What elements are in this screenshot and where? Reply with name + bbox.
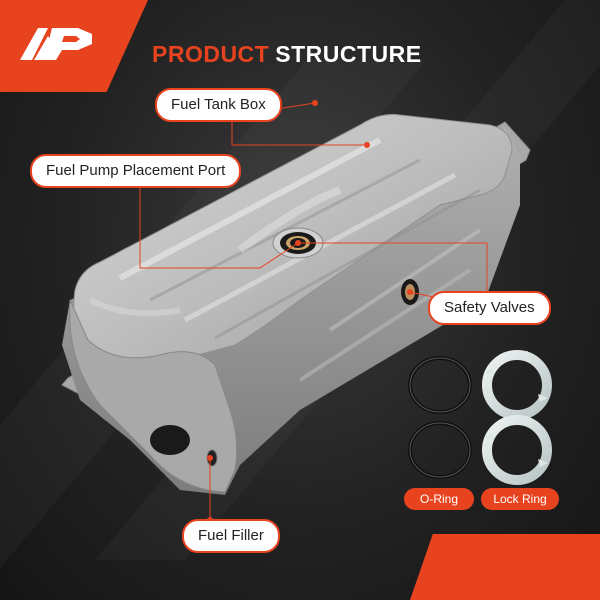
title-accent: PRODUCT xyxy=(152,41,270,67)
callout-fuel-tank-box: Fuel Tank Box xyxy=(155,88,282,122)
callout-fuel-filler-label: Fuel Filler xyxy=(198,527,264,544)
callout-safety-valves-label: Safety Valves xyxy=(444,299,535,316)
bottom-accent-banner xyxy=(410,534,600,600)
brand-logo xyxy=(18,26,102,67)
title-main: STRUCTURE xyxy=(275,41,422,67)
lock-ring-label: Lock Ring xyxy=(481,488,559,510)
callout-fuel-pump-port-label: Fuel Pump Placement Port xyxy=(46,162,226,179)
callout-safety-valves: Safety Valves xyxy=(428,291,551,325)
lock-ring-image xyxy=(482,350,552,485)
callout-fuel-pump-port: Fuel Pump Placement Port xyxy=(30,154,242,188)
callout-fuel-tank-box-label: Fuel Tank Box xyxy=(171,96,266,113)
o-ring-image xyxy=(408,356,472,479)
callout-fuel-filler: Fuel Filler xyxy=(182,519,280,553)
o-ring-label: O-Ring xyxy=(404,488,474,510)
